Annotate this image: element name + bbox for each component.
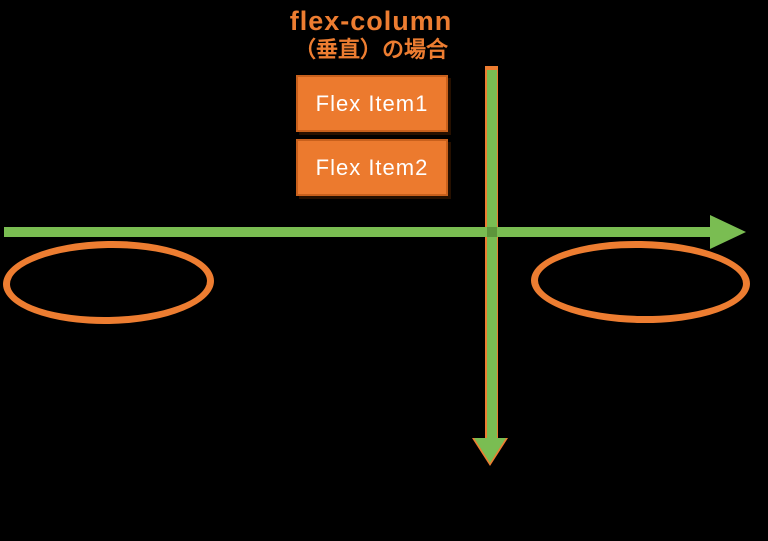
diagram-title-line1: flex-column — [289, 6, 453, 36]
vertical-axis-arrow-shaft — [487, 70, 497, 442]
flex-item-column: Flex Item1 Flex Item2 — [296, 75, 448, 196]
right-highlight-ellipse-icon — [530, 239, 751, 325]
flex-item-2-label: Flex Item2 — [315, 154, 429, 180]
horizontal-axis-arrow-shaft — [4, 227, 712, 237]
flex-item-1-label: Flex Item1 — [315, 90, 429, 116]
axes-intersection — [487, 227, 497, 237]
diagram-title-line2: （垂直）の場合 — [293, 37, 448, 63]
diagram-title: flex-column （垂直）の場合 — [290, 6, 453, 62]
horizontal-axis-arrowhead-icon — [710, 215, 746, 249]
flex-item-1-box: Flex Item1 — [296, 75, 448, 132]
left-highlight-ellipse-icon — [2, 239, 215, 326]
vertical-axis-arrowhead-icon — [474, 438, 506, 463]
flex-item-2-box: Flex Item2 — [296, 139, 448, 196]
